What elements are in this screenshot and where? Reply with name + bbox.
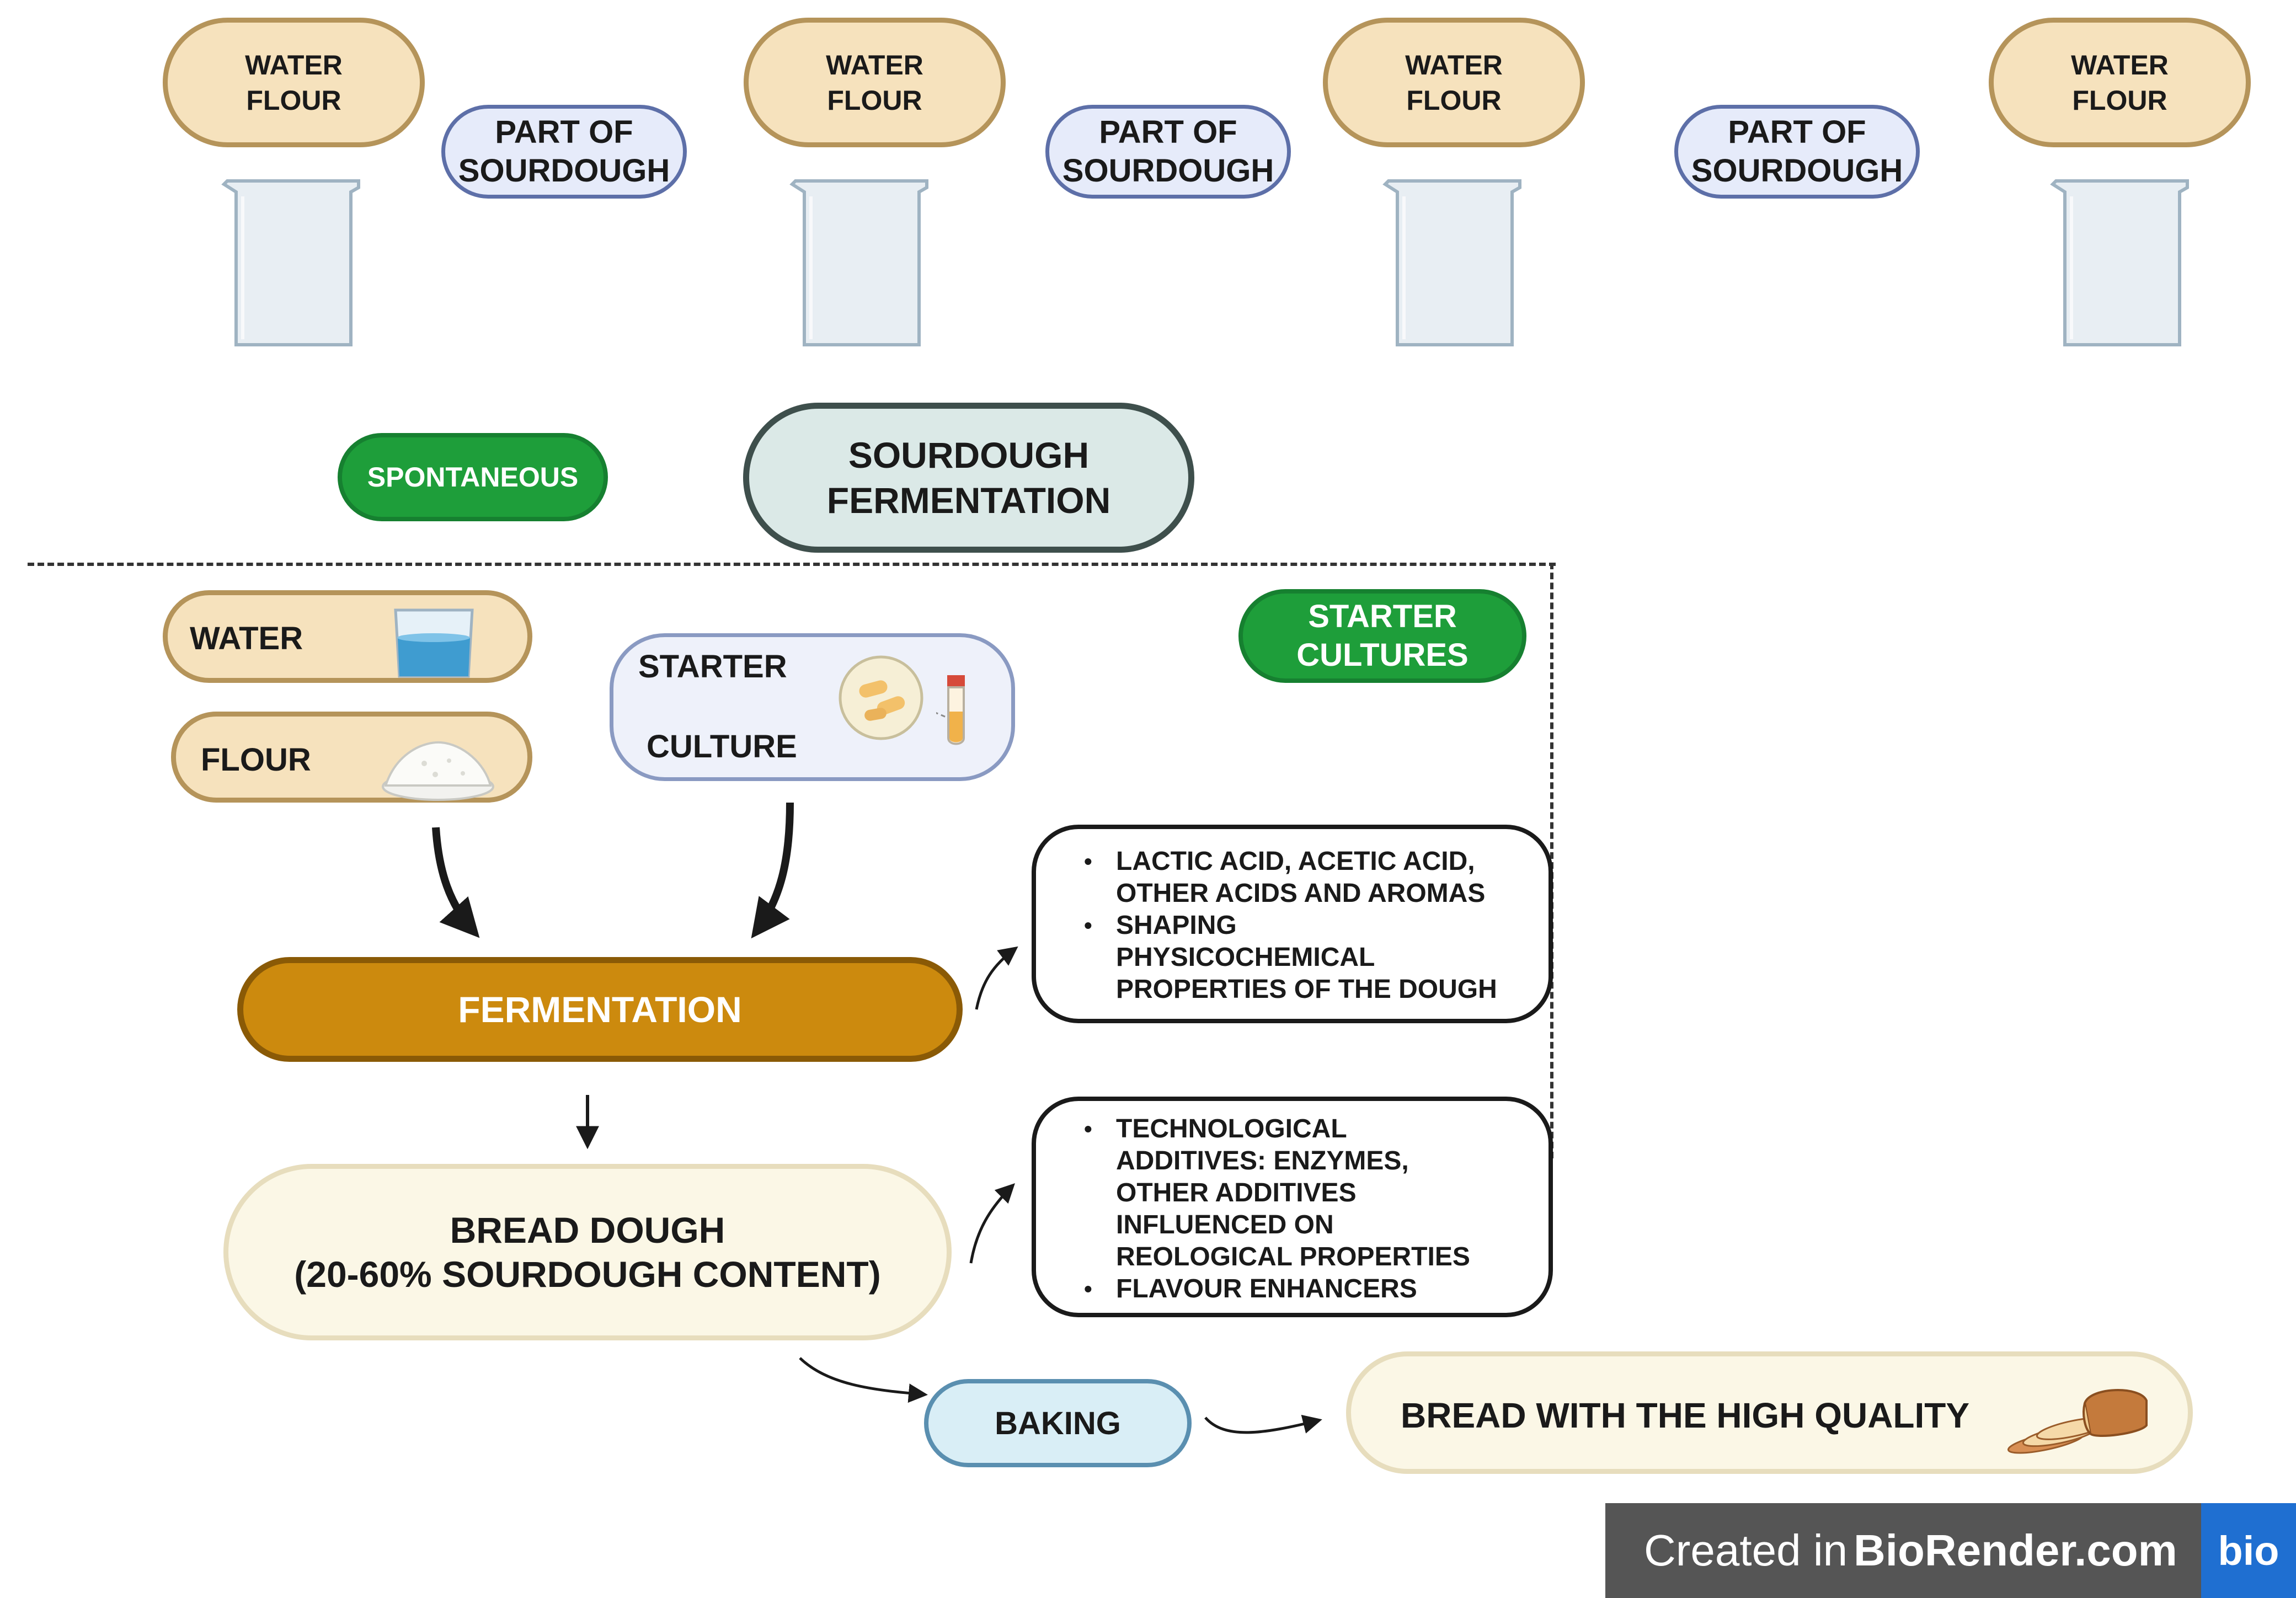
effect-line: OTHER ADDITIVES bbox=[1116, 1178, 1357, 1207]
petri-dish-icon bbox=[839, 655, 923, 740]
biorender-watermark: Created in BioRender.com bio bbox=[1605, 1503, 2296, 1598]
fermentation-label: FERMENTATION bbox=[458, 989, 742, 1030]
biorender-logo-text: bio bbox=[2218, 1527, 2279, 1574]
starter-culture-pill: STARTER CULTURE bbox=[610, 633, 1015, 781]
dashed-divider-horizontal bbox=[28, 563, 1556, 566]
sourdough-label: SOURDOUGH bbox=[458, 153, 670, 189]
starter-label: STARTER bbox=[1308, 598, 1457, 634]
effect-item: SHAPING PHYSICOCHEMICAL PROPERTIES OF TH… bbox=[1084, 910, 1549, 1006]
sliced-bread-icon bbox=[2007, 1389, 2148, 1454]
water-label: WATER bbox=[826, 49, 923, 81]
part-of-label: PART OF bbox=[1728, 114, 1866, 150]
water-label: WATER bbox=[245, 49, 343, 81]
cultures-label: CULTURES bbox=[1296, 637, 1469, 673]
arrow-fermentation-to-effects bbox=[975, 946, 1018, 1010]
beaker-icon bbox=[221, 179, 360, 346]
beaker-icon bbox=[2050, 179, 2189, 346]
sourdough-label: SOURDOUGH bbox=[1062, 153, 1274, 189]
baking-label: BAKING bbox=[995, 1405, 1121, 1441]
spontaneous-label: SPONTANEOUS bbox=[367, 462, 579, 493]
flour-label: FLOUR bbox=[827, 84, 922, 116]
effects-box-additives: TECHNOLOGICAL ADDITIVES: ENZYMES, OTHER … bbox=[1032, 1097, 1553, 1317]
dashed-divider-vertical bbox=[1550, 563, 1553, 1158]
arrow-starter-to-fermentation bbox=[751, 802, 794, 939]
test-tube-icon bbox=[936, 675, 965, 745]
flour-ingredient-pill: FLOUR bbox=[171, 712, 532, 803]
flour-label: FLOUR bbox=[2072, 84, 2167, 116]
sourdough-label: SOURDOUGH bbox=[1691, 153, 1903, 189]
bread-quality-pill: BREAD WITH THE HIGH QUALITY bbox=[1346, 1351, 2193, 1474]
flour-label: FLOUR bbox=[1406, 84, 1502, 116]
effect-line: PHYSICOCHEMICAL bbox=[1116, 943, 1375, 972]
effect-line: OTHER ACIDS AND AROMAS bbox=[1116, 879, 1486, 908]
water-label: WATER bbox=[1405, 49, 1503, 81]
flour-label: FLOUR bbox=[201, 742, 311, 778]
starter-label: STARTER bbox=[638, 649, 787, 685]
water-label: WATER bbox=[190, 621, 303, 656]
flour-label: FLOUR bbox=[246, 84, 341, 116]
water-glass-icon bbox=[394, 608, 474, 678]
sourdough-content-label: (20-60% SOURDOUGH CONTENT) bbox=[294, 1254, 881, 1295]
effects-box-acids: LACTIC ACID, ACETIC ACID, OTHER ACIDS AN… bbox=[1032, 825, 1553, 1023]
effect-line: INFLUENCED ON bbox=[1116, 1210, 1334, 1239]
effect-line: LACTIC ACID, ACETIC ACID, bbox=[1116, 847, 1475, 876]
effect-line: REOLOGICAL PROPERTIES bbox=[1116, 1242, 1470, 1271]
effect-line: ADDITIVES: ENZYMES, bbox=[1116, 1146, 1409, 1175]
bread-quality-label: BREAD WITH THE HIGH QUALITY bbox=[1401, 1396, 1970, 1435]
fermentation-label: FERMENTATION bbox=[826, 480, 1111, 521]
effect-line: TECHNOLOGICAL bbox=[1116, 1114, 1347, 1143]
arrow-dough-to-effects bbox=[969, 1183, 1015, 1264]
arrow-dough-to-baking bbox=[799, 1357, 928, 1403]
effect-line: FLAVOUR ENHANCERS bbox=[1116, 1274, 1417, 1303]
beaker-icon bbox=[789, 179, 928, 346]
effect-line: SHAPING bbox=[1116, 911, 1237, 940]
water-ingredient-pill: WATER bbox=[163, 590, 532, 683]
culture-label: CULTURE bbox=[647, 729, 797, 765]
water-label: WATER bbox=[2071, 49, 2169, 81]
part-of-label: PART OF bbox=[495, 114, 633, 150]
arrow-baking-to-bread bbox=[1204, 1414, 1322, 1434]
effect-item: LACTIC ACID, ACETIC ACID, OTHER ACIDS AN… bbox=[1084, 846, 1549, 910]
bread-dough-title: BREAD DOUGH bbox=[450, 1210, 725, 1250]
part-of-label: PART OF bbox=[1099, 114, 1237, 150]
effect-line: PROPERTIES OF THE DOUGH bbox=[1116, 975, 1497, 1004]
watermark-prefix: Created in bbox=[1644, 1526, 1860, 1575]
flour-pile-icon bbox=[382, 741, 494, 801]
sourdough-fermentation-pill: SOURDOUGH FERMENTATION bbox=[743, 403, 1194, 553]
beaker-icon bbox=[1382, 179, 1521, 346]
biorender-logo: bio bbox=[2201, 1503, 2296, 1598]
watermark-brand: BioRender.com bbox=[1854, 1526, 2177, 1575]
bread-dough-pill: BREAD DOUGH(20-60% SOURDOUGH CONTENT) bbox=[223, 1164, 952, 1340]
effect-item: FLAVOUR ENHANCERS bbox=[1084, 1273, 1549, 1305]
effect-item: TECHNOLOGICAL ADDITIVES: ENZYMES, OTHER … bbox=[1084, 1113, 1549, 1273]
spontaneous-badge: SPONTANEOUS bbox=[338, 433, 608, 521]
sourdough-label: SOURDOUGH bbox=[848, 435, 1090, 475]
arrow-ingredients-to-fermentation bbox=[432, 827, 480, 938]
fermentation-pill: FERMENTATION bbox=[237, 957, 963, 1062]
baking-pill: BAKING bbox=[924, 1379, 1192, 1467]
